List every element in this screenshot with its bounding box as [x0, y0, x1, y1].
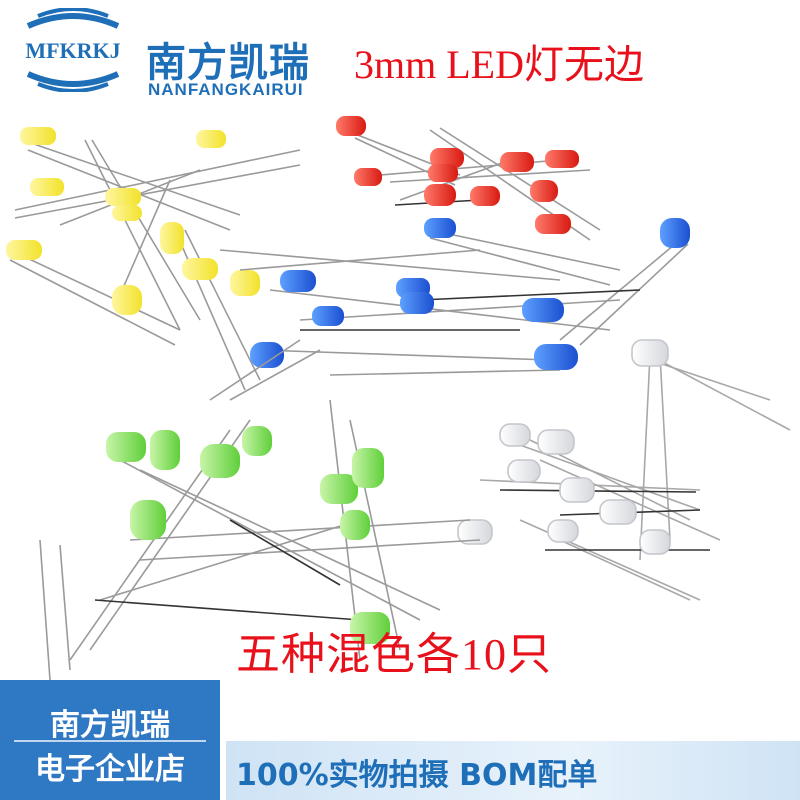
shop-name: 南方凯瑞 [50, 708, 170, 743]
clear-leds [457, 339, 791, 601]
product-title: 3mm LED灯无边 [354, 42, 644, 87]
blue-leds [219, 218, 690, 376]
bottom-banner-text: 100%实物拍摄 BOM配单 [236, 758, 598, 793]
shop-divider [14, 740, 206, 742]
yellow-leds [6, 127, 301, 391]
brand-logo: MFKRKJ [8, 7, 138, 93]
bottom-banner [226, 741, 800, 800]
brand-name-cn: 南方凯瑞 [146, 40, 310, 86]
shop-type: 电子企业店 [35, 752, 185, 787]
red-leds [336, 116, 601, 241]
green-leds [39, 339, 481, 681]
logo-mark-text: MFKRKJ [25, 38, 120, 63]
promo-text: 五种混色各10只 [236, 630, 552, 679]
brand-name-en: NANFANGKAIRUI [148, 80, 304, 99]
